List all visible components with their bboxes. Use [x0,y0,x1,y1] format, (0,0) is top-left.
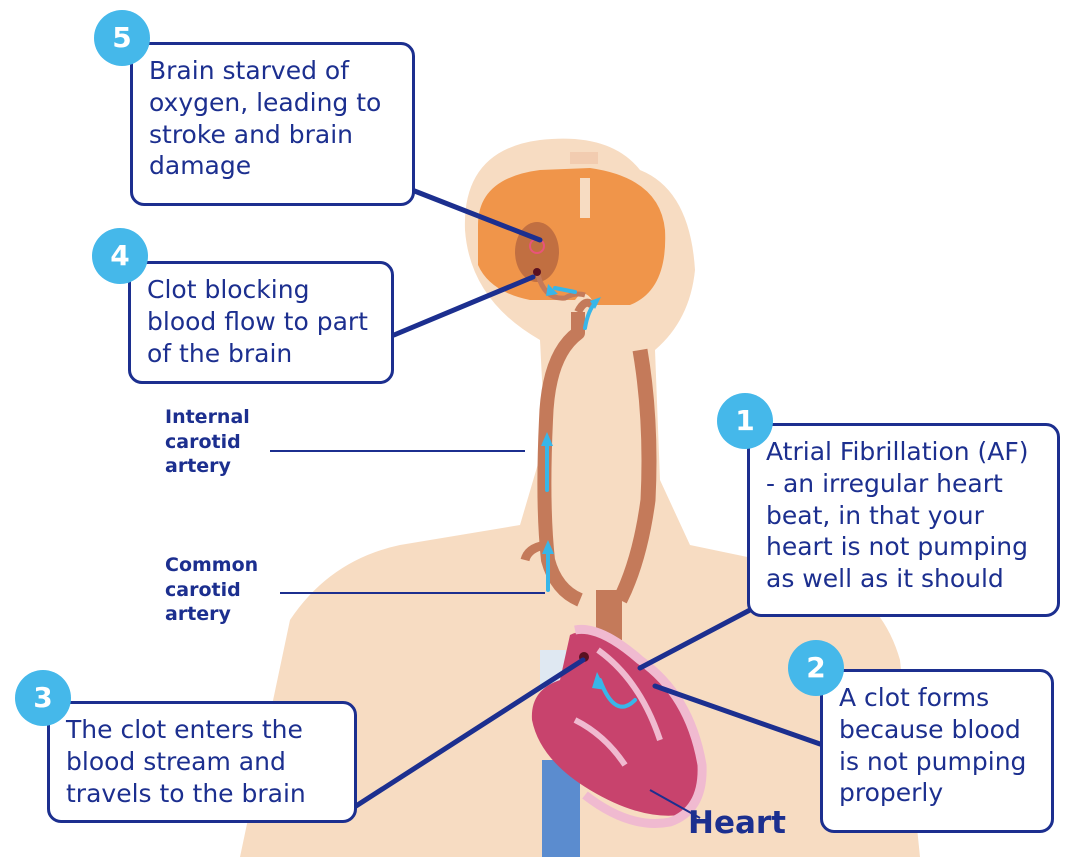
step-4-callout: Clot blocking blood flow to part of the … [128,261,394,384]
step-3-callout: The clot enters the blood stream and tra… [47,701,357,823]
step-4-badge: 4 [92,228,148,284]
internal-carotid-label: Internal carotid artery [165,405,275,479]
step-1-callout: Atrial Fibrillation (AF) - an irregular … [747,423,1060,617]
step-2-badge: 2 [788,640,844,696]
clot-in-brain [533,268,541,276]
heart-label: Heart [688,805,786,841]
step-3-badge: 3 [15,670,71,726]
brain [478,168,665,305]
step-5-callout: Brain starved of oxygen, leading to stro… [130,42,415,206]
step-1-badge: 1 [717,393,773,449]
step-2-callout: A clot forms because blood is not pumpin… [820,669,1054,833]
step-5-badge: 5 [94,10,150,66]
common-carotid-label: Common carotid artery [165,553,285,627]
